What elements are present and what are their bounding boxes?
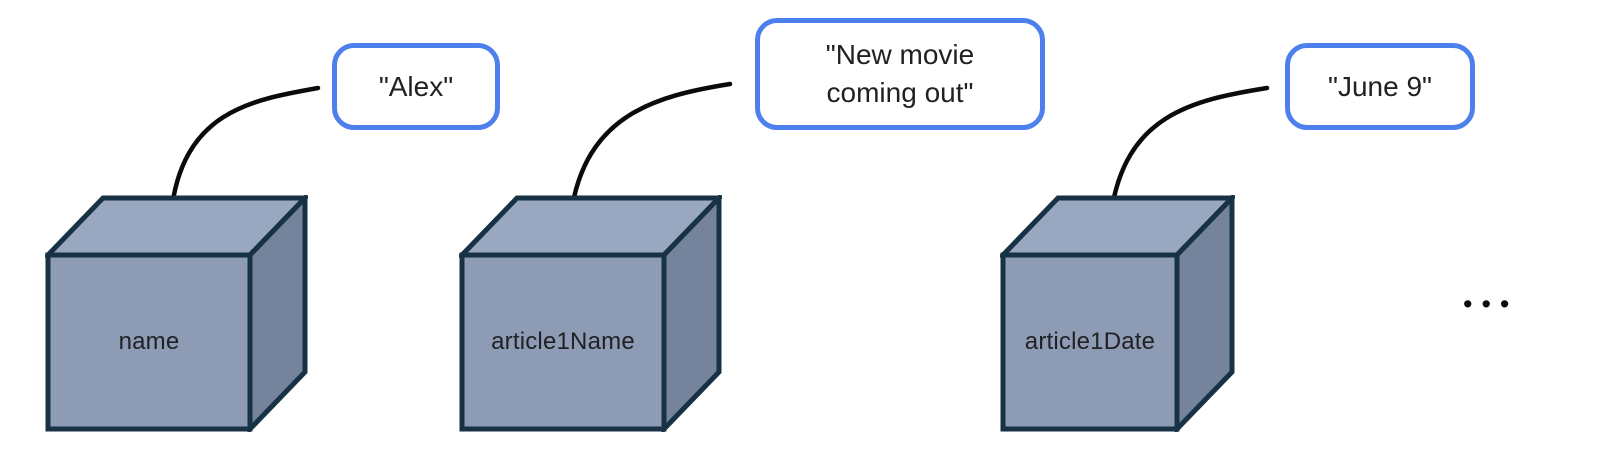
value-bubble: "June 9"	[1285, 43, 1475, 130]
variable-name-label: name	[118, 328, 180, 355]
value-bubble: "New movie coming out"	[755, 18, 1045, 130]
cube-front-face	[1000, 252, 1180, 432]
cube-front-face	[45, 252, 253, 432]
variable-box-article1date	[1000, 195, 1235, 432]
variable-box-name	[45, 195, 308, 432]
value-bubble: "Alex"	[332, 43, 500, 130]
variable-name-label: article1Date	[1024, 328, 1156, 355]
variable-box-article1name	[459, 195, 722, 432]
ellipsis-icon: •••	[1463, 289, 1519, 319]
variable-name-label: article1Name	[491, 328, 635, 355]
cube-front-face	[459, 252, 667, 432]
